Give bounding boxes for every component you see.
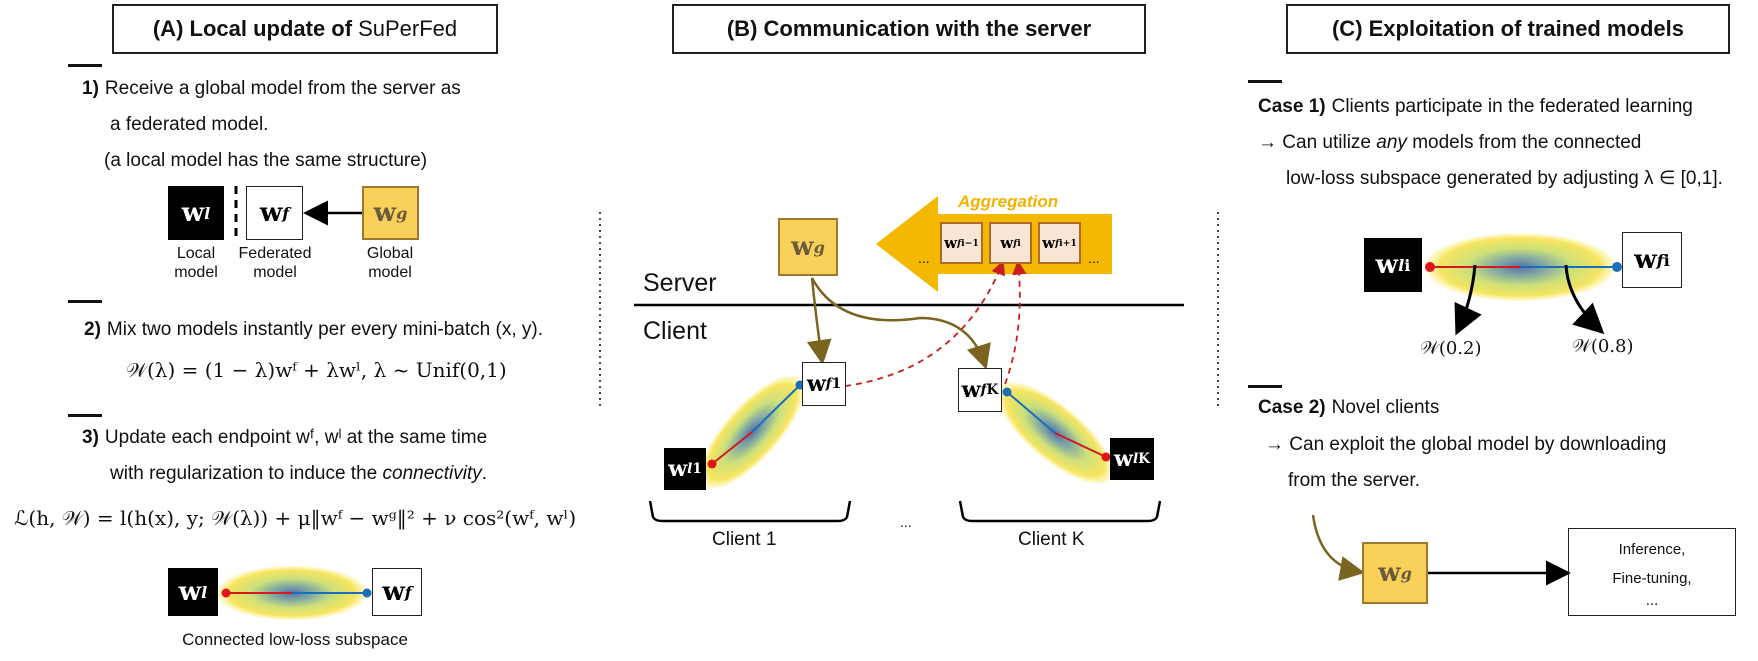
case1-label: Case 1): [1258, 96, 1326, 117]
dashed-client1-to-agg: [844, 260, 1006, 387]
bracket-clientk: [958, 500, 1162, 523]
case1-line2-em: any: [1376, 132, 1407, 153]
case1-line2: → Can utilize any models from the connec…: [1258, 132, 1641, 155]
local-model-caption: Local model: [174, 245, 218, 282]
clients-ellipsis: ...: [900, 514, 912, 530]
arrow-download-global: [1311, 514, 1365, 581]
agg-ellipsis-right: ...: [1088, 250, 1100, 266]
inference-line2: Fine-tuning,: [1612, 569, 1692, 587]
server-label: Server: [643, 269, 717, 297]
subspace-caption: Connected low-loss subspace: [182, 630, 408, 649]
step1-number: 1): [82, 78, 99, 99]
case1-text: Clients participate in the federated lea…: [1331, 96, 1693, 117]
panel-c-title: (C) Exploitation of trained models: [1286, 4, 1730, 54]
arrow-server-to-client1: [806, 277, 832, 365]
panel-a-title-method: SuPerFed: [358, 16, 458, 41]
dashed-clientk-to-agg: [1004, 260, 1027, 385]
case2-text: Novel clients: [1331, 397, 1440, 418]
panel-b-title: (B) Communication with the server: [672, 4, 1146, 54]
step3-number: 3): [82, 427, 99, 448]
endpoint-local-a: [221, 588, 231, 598]
panel-a-title-bold: (A) Local update of: [152, 16, 353, 41]
loss-formula: ℒ(h, 𝒲) = l(h(x), y; 𝒲(λ)) + μ‖wᶠ − wᵍ‖²…: [14, 506, 577, 530]
client1-caption: Client 1: [712, 529, 777, 550]
step1-line1: 1)Receive a global model from the server…: [82, 78, 461, 101]
case1-line2-post: models from the connected: [1406, 132, 1642, 153]
agg-ellipsis-left: ...: [918, 250, 930, 266]
step2-bar: [68, 300, 102, 303]
arrow-server-to-clientk: [810, 277, 991, 370]
agg-sub-current: i: [1017, 237, 1021, 249]
case2-line3: from the server.: [1288, 470, 1420, 491]
step3-line2-pre: with regularization to induce the: [110, 463, 383, 484]
clientk-caption: Client K: [1018, 529, 1085, 550]
federated-model-caption: Federated model: [238, 245, 312, 282]
arrow-to-w08: [1564, 264, 1605, 335]
step1-bar: [68, 64, 102, 67]
agg-sub-prev: i−1: [961, 237, 979, 249]
case1-line1: Case 1)Clients participate in the federa…: [1258, 96, 1693, 119]
w02-label: 𝒲(0.2): [1420, 338, 1482, 359]
inference-box: Inference, Fine-tuning, ...: [1568, 528, 1736, 616]
step2-text: Mix two models instantly per every mini-…: [106, 319, 543, 340]
endpoint-fed-c: [1612, 262, 1622, 272]
panel-a-title: (A) Local update of SuPerFed: [112, 4, 498, 54]
case2-bar: [1248, 385, 1282, 388]
step3-line1: 3)Update each endpoint wᶠ, wˡ at the sam…: [82, 427, 487, 450]
w08-label: 𝒲(0.8): [1572, 336, 1634, 357]
step1-text: Receive a global model from the server a…: [104, 78, 461, 99]
step2-number: 2): [84, 319, 101, 340]
inference-line1: Inference,: [1618, 541, 1686, 558]
step1-line3: (a local model has the same structure): [104, 150, 428, 171]
mixing-formula: 𝒲(λ) = (1 − λ)wᶠ + λwˡ, λ ~ Unif(0,1): [126, 358, 507, 382]
step3-bar: [68, 414, 102, 417]
step1-line2: a federated model.: [110, 114, 269, 135]
client-label: Client: [643, 317, 707, 345]
case2-label: Case 2): [1258, 397, 1326, 418]
inference-line3: ...: [1645, 592, 1659, 609]
case2-line1: Case 2)Novel clients: [1258, 397, 1439, 420]
step2-line: 2)Mix two models instantly per every min…: [84, 319, 543, 342]
endpoint-fed-a: [362, 588, 372, 598]
aggregation-label: Aggregation: [958, 192, 1059, 211]
arrow-to-w02: [1454, 264, 1482, 336]
agg-sub-next: i+1: [1059, 237, 1077, 249]
bracket-client1: [648, 500, 852, 523]
step3-line2-post: .: [481, 463, 488, 484]
endpoint-local-c: [1425, 262, 1435, 272]
step3-line2: with regularization to induce the connec…: [110, 463, 487, 486]
case1-line3: low-loss subspace generated by adjusting…: [1286, 168, 1723, 189]
case2-line2: → Can exploit the global model by downlo…: [1265, 434, 1667, 455]
case1-line2-pre: → Can utilize: [1258, 132, 1377, 153]
step3-text: Update each endpoint wᶠ, wˡ at the same …: [104, 427, 488, 448]
step3-line2-em: connectivity: [382, 463, 482, 484]
global-model-caption: Global model: [366, 245, 414, 282]
case1-bar: [1248, 80, 1282, 83]
